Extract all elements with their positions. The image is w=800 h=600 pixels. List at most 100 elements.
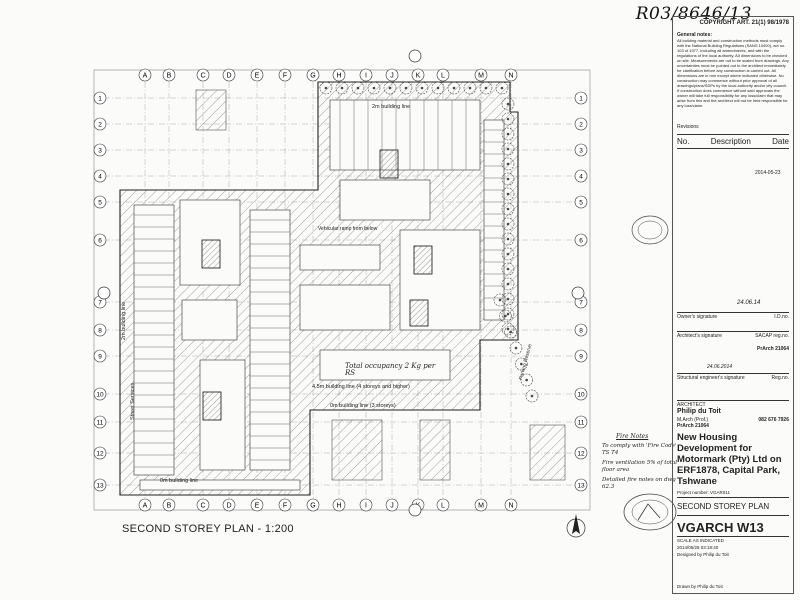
grid-bubble-l: L [436, 68, 450, 82]
grid-bubble-4: 4 [93, 169, 107, 183]
svg-text:2: 2 [579, 122, 583, 129]
svg-text:11: 11 [578, 420, 585, 427]
svg-text:L: L [441, 503, 445, 510]
grid-bubble-j: J [385, 68, 399, 82]
grid-bubble-10: 10 [574, 387, 588, 401]
stamp-date: 2014-05-23 [755, 170, 781, 176]
grid-bubble-e: E [250, 498, 264, 512]
grid-bubble-9: 9 [574, 349, 588, 363]
architect-name: Philip du Toit [677, 408, 721, 415]
tree-icon [495, 81, 509, 95]
svg-text:C: C [200, 73, 205, 80]
grid-bubble-a: A [138, 68, 152, 82]
grid-bubble-12: 12 [574, 446, 588, 460]
grid-bubble-3: 3 [93, 143, 107, 157]
svg-text:13: 13 [577, 483, 585, 490]
grid-bubble-k: K [411, 68, 425, 82]
revisions-header: No. Description Date [677, 134, 789, 149]
grid-bubble-f: F [278, 498, 292, 512]
grid-bubble-b: B [162, 68, 176, 82]
grid-bubble-13: 13 [93, 478, 107, 492]
sacap-label: SACAP reg.no. [755, 333, 789, 339]
grid-bubble-b: B [162, 498, 176, 512]
drawn-by: Drawn by Philip du Toit [677, 584, 723, 589]
grid-bubble-12: 12 [93, 446, 107, 460]
signature-date: 24.06.14 [737, 300, 761, 306]
grid-bubble-9: 9 [93, 349, 107, 363]
svg-text:11: 11 [97, 420, 104, 427]
plan-title: SECOND STOREY PLAN - 1:200 [122, 523, 294, 535]
tree-icon [383, 81, 397, 95]
grid-bubble-n: N [504, 498, 518, 512]
approval-stamp-icon [623, 493, 677, 531]
grid-bubble-1: 1 [574, 91, 588, 105]
grid-bubble-h: H [332, 68, 346, 82]
grid-bubble-j: J [385, 498, 399, 512]
grid-bubble-2: 2 [93, 117, 107, 131]
grid-bubble-d: D [222, 498, 236, 512]
copyright: COPYRIGHT ART. 21(1) 98/1978 [699, 20, 789, 26]
north-arrow-icon [566, 514, 586, 538]
grid-bubble-11: 11 [574, 415, 588, 429]
revisions-label: Revisions [677, 124, 699, 130]
landscape-trees [319, 81, 539, 403]
svg-text:8: 8 [579, 328, 583, 335]
reg-no-label: Reg.no. [771, 375, 789, 381]
tree-icon [493, 293, 507, 307]
tree-icon [501, 157, 515, 171]
grid-bubble-d: D [222, 68, 236, 82]
sacap-value: PrArch 21064 [757, 346, 789, 352]
grid-bubble-g: G [306, 498, 320, 512]
scale: SCALE AS INDICATED [677, 538, 724, 543]
stair-cores [201, 149, 433, 421]
grid-bubble-8: 8 [574, 323, 588, 337]
id-no-label: I.D.no. [774, 314, 789, 320]
architect-phone: 082 676 7926 [758, 417, 789, 423]
svg-text:2: 2 [98, 122, 102, 129]
svg-text:1: 1 [579, 96, 583, 103]
tree-icon [479, 81, 493, 95]
svg-text:N: N [508, 73, 513, 80]
grid-bubble-g: G [306, 68, 320, 82]
grid-bubble-m: M [474, 498, 488, 512]
svg-text:9: 9 [579, 354, 583, 361]
grid-bubble-f: F [278, 68, 292, 82]
architect-label: ARCHITECT [677, 402, 706, 408]
svg-text:H: H [336, 503, 341, 510]
rev-col-no: No. [677, 137, 690, 146]
grid-bubble-a: A [138, 498, 152, 512]
svg-text:H: H [336, 73, 341, 80]
stamp-icon [631, 215, 669, 245]
building-line-right-1: 4.5m building line (4 storeys and higher… [312, 384, 410, 390]
svg-text:J: J [390, 503, 394, 510]
svg-text:7: 7 [98, 300, 102, 307]
fire-notes-title: Fire Notes [616, 433, 649, 440]
grid-bubbles: AABBCCDDEEFFGGHHIIJJKKLLMMNN112233445566… [93, 68, 588, 512]
svg-text:I: I [365, 73, 367, 80]
svg-text:B: B [167, 503, 172, 510]
tree-icon [335, 81, 349, 95]
title-block: COPYRIGHT ART. 21(1) 98/1978 General not… [677, 18, 789, 592]
grid-bubble-8: 8 [93, 323, 107, 337]
svg-text:6: 6 [579, 238, 583, 245]
svg-text:A: A [143, 503, 148, 510]
general-notes-title: General notes: [677, 32, 713, 38]
occupancy-note: Total occupancy 2 Kg per RS [345, 362, 436, 377]
svg-text:E: E [255, 73, 260, 80]
tree-icon [501, 322, 515, 336]
street-right: Parking Reserve [518, 343, 533, 380]
rooms [133, 99, 505, 491]
svg-text:7: 7 [579, 300, 583, 307]
tree-icon [501, 232, 515, 246]
svg-text:L: L [441, 73, 445, 80]
street-left: Street Services [130, 382, 136, 420]
svg-text:4: 4 [579, 174, 583, 181]
drawing-number: VGARCH W13 [677, 520, 764, 535]
tree-icon [501, 187, 515, 201]
grid-bubble-11: 11 [93, 415, 107, 429]
fire-note-3: Detailed fire notes on dwg 62.3 [602, 477, 676, 490]
grid-bubble-5: 5 [93, 195, 107, 209]
tree-icon [501, 202, 515, 216]
tree-icon [501, 217, 515, 231]
